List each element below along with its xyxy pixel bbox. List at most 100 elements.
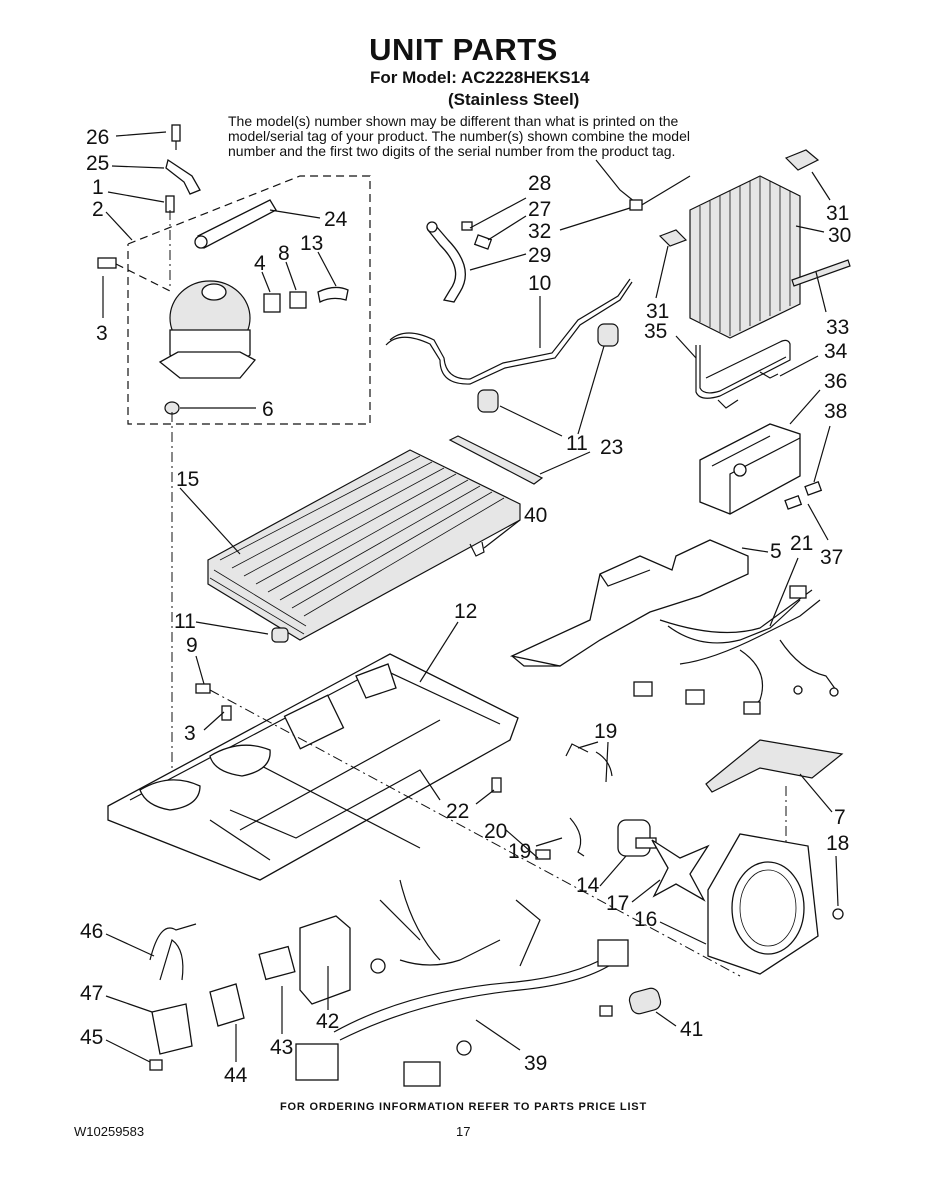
wire-harness xyxy=(633,585,839,715)
callout-label: 41 xyxy=(680,1018,703,1041)
callout-label: 25 xyxy=(86,152,109,175)
fan-blade xyxy=(651,839,710,902)
callout-label: 8 xyxy=(278,242,290,265)
callout-label: 38 xyxy=(824,400,847,423)
tube-insulator xyxy=(597,323,619,347)
relay-cover xyxy=(317,286,349,303)
callout-label: 47 xyxy=(80,982,103,1005)
nut xyxy=(832,908,844,920)
callout-label: 34 xyxy=(824,340,848,363)
callout-label: 27 xyxy=(528,198,551,221)
tube-insulator xyxy=(271,627,289,643)
seal-strip xyxy=(791,259,851,287)
control-board xyxy=(299,915,351,1005)
callout-label: 30 xyxy=(828,224,851,247)
callout-label: 16 xyxy=(634,908,657,931)
disclaimer-line: The model(s) number shown may be differe… xyxy=(228,113,679,129)
callout-label: 13 xyxy=(300,232,323,255)
callout-label: 46 xyxy=(80,920,103,943)
screw xyxy=(97,257,117,269)
callout-label: 39 xyxy=(524,1052,547,1075)
callout-label: 24 xyxy=(324,208,348,231)
callout-label: 31 xyxy=(646,300,669,323)
condenser xyxy=(207,449,521,641)
callout-label: 19 xyxy=(508,840,531,863)
callout-label: 11 xyxy=(174,610,196,633)
callout-label: 5 xyxy=(770,540,782,563)
callout-label: 17 xyxy=(606,892,629,915)
callout-label: 31 xyxy=(826,202,849,225)
gasket xyxy=(705,739,844,793)
callout-label: 21 xyxy=(790,532,813,555)
evaporator-pad xyxy=(658,229,688,247)
foam-strip xyxy=(448,435,544,485)
heater-loop xyxy=(385,221,633,385)
callout-label: 4 xyxy=(254,252,266,275)
bracket xyxy=(165,158,201,195)
callout-label: 42 xyxy=(316,1010,339,1033)
callout-label: 10 xyxy=(528,272,551,295)
screw xyxy=(784,495,803,510)
control-bracket xyxy=(258,945,296,981)
callout-label: 6 xyxy=(262,398,274,421)
callout-label: 3 xyxy=(96,322,108,345)
disclaimer: The model(s) number shown may be differe… xyxy=(228,114,728,159)
callout-label: 9 xyxy=(186,634,198,657)
callout-label: 12 xyxy=(454,600,477,623)
condenser-coils xyxy=(209,455,505,635)
callout-label: 15 xyxy=(176,468,199,491)
callout-label: 14 xyxy=(576,874,600,897)
wiring-connector xyxy=(149,923,197,981)
callout-label: 37 xyxy=(820,546,843,569)
condenser-fan-motor xyxy=(617,819,657,857)
leader-lines xyxy=(102,131,839,1063)
motor-bracket xyxy=(569,817,585,857)
cable-tie xyxy=(595,159,691,211)
screw xyxy=(165,195,175,213)
motor-bracket xyxy=(565,743,613,777)
callout-label: 3 xyxy=(184,722,196,745)
condenser-clip xyxy=(469,541,485,557)
screw xyxy=(491,777,502,793)
callout-label: 33 xyxy=(826,316,849,339)
callout-label: 32 xyxy=(528,220,551,243)
document-number: W10259583 xyxy=(74,1124,145,1139)
callout-label: 11 xyxy=(566,432,588,455)
compressor-group xyxy=(97,124,371,770)
callout-label: 7 xyxy=(834,806,846,829)
fan-shroud xyxy=(707,833,819,975)
mounting-bracket xyxy=(209,983,245,1027)
callout-label: 43 xyxy=(270,1036,293,1059)
run-capacitor xyxy=(628,987,662,1015)
defrost-heater xyxy=(695,339,791,399)
callout-label: 35 xyxy=(644,320,667,343)
page-number: 17 xyxy=(456,1124,471,1139)
callout-label: 1 xyxy=(92,176,104,199)
callout-label: 28 xyxy=(528,172,551,195)
evaporator-fins xyxy=(699,177,791,336)
drain-tray xyxy=(509,539,749,667)
callout-label: 45 xyxy=(80,1026,103,1049)
screw xyxy=(195,683,211,694)
callout-label: 36 xyxy=(824,370,847,393)
callout-label: 40 xyxy=(524,504,547,527)
screw xyxy=(804,481,823,496)
callout-label: 26 xyxy=(86,126,109,149)
callout-label: 44 xyxy=(224,1064,248,1087)
tube-insulator xyxy=(477,389,499,413)
callout-label: 29 xyxy=(528,244,551,267)
page-title: UNIT PARTS xyxy=(369,32,558,67)
disclaimer-line: number and the first two digits of the s… xyxy=(228,143,676,159)
callout-label: 2 xyxy=(92,198,104,221)
compressor xyxy=(158,280,257,379)
callout-label: 23 xyxy=(600,436,623,459)
screw xyxy=(171,124,181,150)
overload xyxy=(289,291,307,309)
evaporator-pad xyxy=(784,149,820,171)
start-relay xyxy=(263,293,281,313)
model-line: For Model: AC2228HEKS14 xyxy=(370,68,590,87)
screw xyxy=(149,1059,163,1071)
evaporator xyxy=(689,175,801,339)
base-pan xyxy=(107,653,519,881)
